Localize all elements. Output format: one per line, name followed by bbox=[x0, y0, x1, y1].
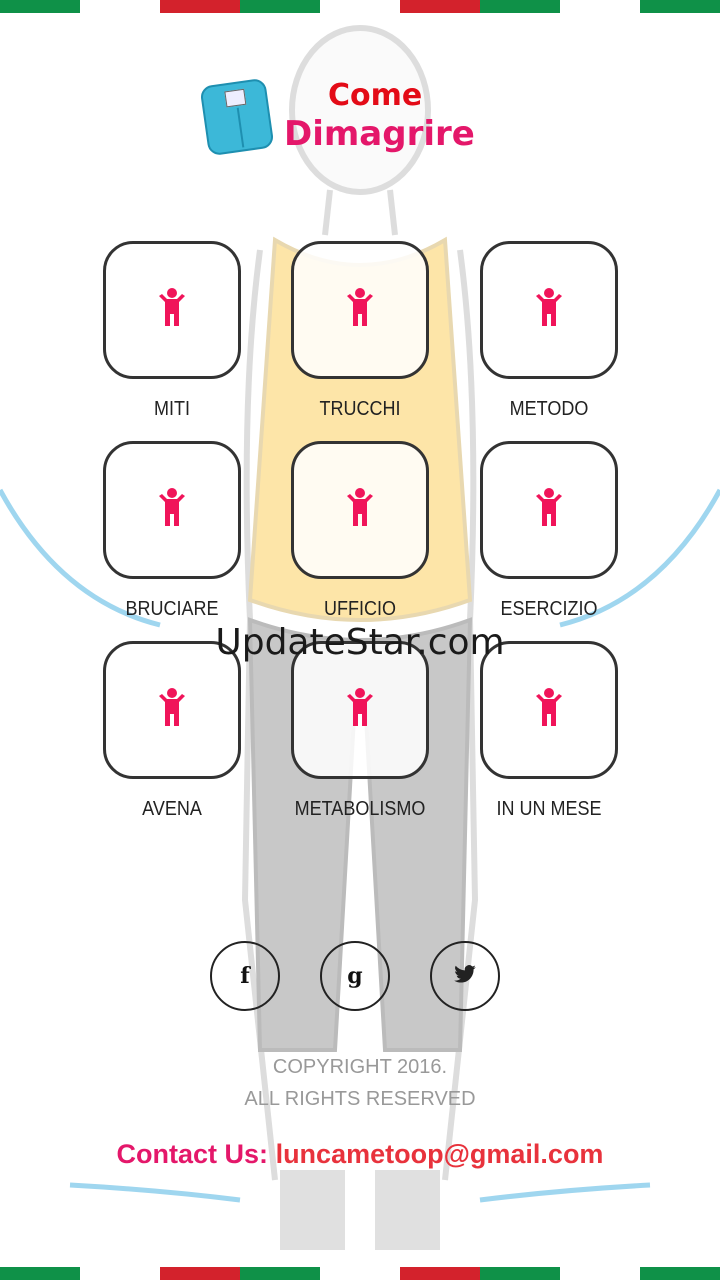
person-icon bbox=[157, 488, 187, 532]
tile-label: ESERCIZIO bbox=[500, 598, 598, 620]
logo-line2: Dimagrire bbox=[284, 114, 475, 154]
person-icon bbox=[345, 688, 375, 732]
tile-esercizio[interactable] bbox=[480, 441, 618, 579]
person-icon bbox=[534, 488, 564, 532]
tile-label: IN UN MESE bbox=[496, 798, 602, 820]
tile-label: BRUCIARE bbox=[125, 598, 219, 620]
google-icon: g bbox=[347, 963, 363, 989]
contact-line: Contact Us: luncametoop@gmail.com bbox=[0, 1139, 720, 1170]
tile-label: MITI bbox=[154, 398, 190, 420]
facebook-icon: f bbox=[240, 963, 250, 989]
person-icon bbox=[534, 688, 564, 732]
watermark: UpdateStar.com bbox=[215, 622, 505, 663]
contact-email-link[interactable]: luncametoop@gmail.com bbox=[275, 1139, 604, 1169]
google-button[interactable]: g bbox=[320, 941, 390, 1011]
tile-label: TRUCCHI bbox=[319, 398, 401, 420]
tile-label: METABOLISMO bbox=[294, 798, 426, 820]
person-icon bbox=[534, 288, 564, 332]
tile-miti[interactable] bbox=[103, 241, 241, 379]
tile-metabolismo[interactable] bbox=[291, 641, 429, 779]
contact-label: Contact Us: bbox=[116, 1139, 269, 1169]
tile-metodo[interactable] bbox=[480, 241, 618, 379]
tile-label: AVENA bbox=[142, 798, 202, 820]
tile-bruciare[interactable] bbox=[103, 441, 241, 579]
tile-trucchi[interactable] bbox=[291, 241, 429, 379]
rights-text: ALL RIGHTS RESERVED bbox=[244, 1088, 476, 1110]
flag-stripe-bottom bbox=[0, 1267, 720, 1280]
tile-in-un-mese[interactable] bbox=[480, 641, 618, 779]
scale-icon bbox=[199, 77, 275, 157]
tile-label: UFFICIO bbox=[324, 598, 396, 620]
facebook-button[interactable]: f bbox=[210, 941, 280, 1011]
person-icon bbox=[345, 488, 375, 532]
person-icon bbox=[157, 688, 187, 732]
person-icon bbox=[157, 288, 187, 332]
person-icon bbox=[345, 288, 375, 332]
app-logo: Come Dimagrire bbox=[199, 77, 520, 158]
twitter-icon bbox=[454, 963, 476, 989]
tile-label: METODO bbox=[509, 398, 589, 420]
twitter-button[interactable] bbox=[430, 941, 500, 1011]
flag-stripe-top bbox=[0, 0, 720, 13]
tile-avena[interactable] bbox=[103, 641, 241, 779]
copyright-text: COPYRIGHT 2016. bbox=[272, 1056, 448, 1078]
logo-line1: Come bbox=[328, 78, 423, 113]
tile-ufficio[interactable] bbox=[291, 441, 429, 579]
